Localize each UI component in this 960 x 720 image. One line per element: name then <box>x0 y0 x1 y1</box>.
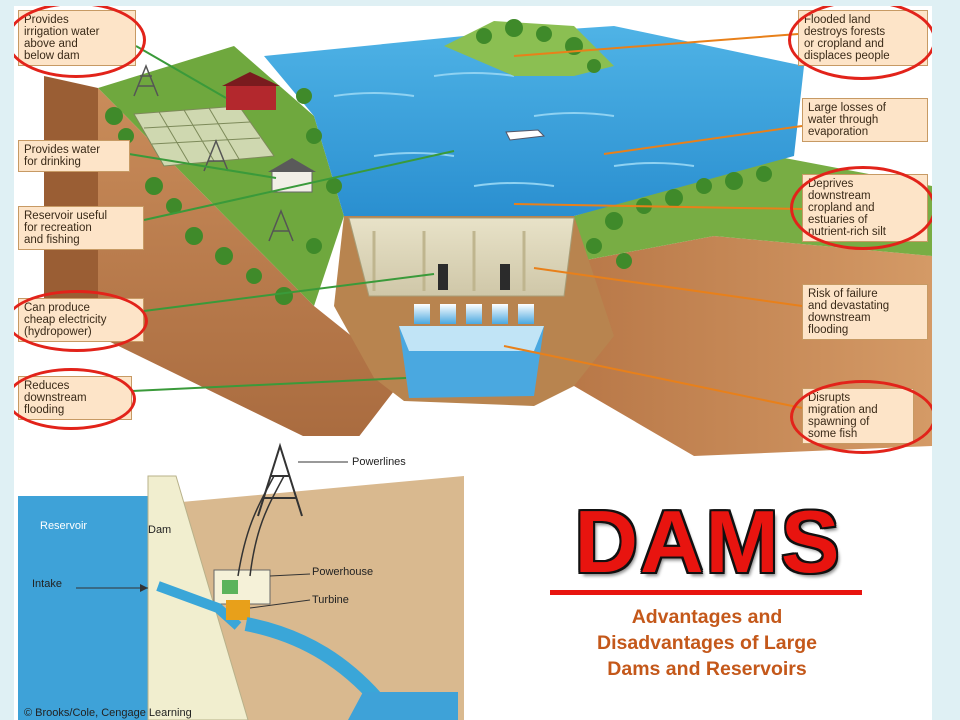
label-turbine: Turbine <box>312 594 349 606</box>
reservoir-surface <box>264 26 804 216</box>
highlight-ring-electricity <box>14 290 148 352</box>
highlight-ring-fish <box>790 380 932 454</box>
slide-subtitle: Advantages and Disadvantages of Large Da… <box>597 606 817 680</box>
pylon-2 <box>203 138 229 172</box>
callout-drinking: Provides water for drinking <box>18 140 130 172</box>
dam-wall <box>348 217 575 297</box>
label-dam: Dam <box>148 524 172 536</box>
farmland <box>133 105 275 167</box>
callout-failure: Risk of failure and devastating downstre… <box>802 284 928 340</box>
slide-title: DAMS <box>574 492 842 591</box>
label-reservoir: Reservoir <box>40 520 88 532</box>
pylon-1 <box>133 63 159 97</box>
left-bank <box>98 46 344 306</box>
label-powerlines: Powerlines <box>352 456 406 468</box>
highlight-ring-flooded-land <box>788 6 932 80</box>
boat <box>505 129 546 141</box>
barn <box>226 84 276 110</box>
house <box>271 169 313 193</box>
image-credit: © Brooks/Cole, Cengage Learning <box>24 707 192 719</box>
callout-evaporation: Large losses of water through evaporatio… <box>802 98 928 142</box>
title-underline <box>550 590 862 595</box>
label-powerhouse: Powerhouse <box>312 566 374 578</box>
highlight-ring-irrigation <box>14 6 146 78</box>
highlight-ring-silt <box>790 166 932 250</box>
slide: Provides irrigation water above and belo… <box>14 6 932 720</box>
disadvantage-leaders <box>503 33 803 409</box>
advantage-leaders <box>128 45 455 392</box>
label-intake: Intake <box>32 578 62 590</box>
highlight-ring-flooding <box>14 368 136 430</box>
insulator-right <box>500 264 510 290</box>
trees <box>105 19 772 305</box>
cross-section-drawing <box>18 436 464 720</box>
pylon-3 <box>268 208 294 242</box>
insulator-left <box>438 264 448 290</box>
hydropower-cross-section: Reservoir Dam Intake Powerlines Powerhou… <box>18 436 464 720</box>
water-ripples <box>333 72 695 187</box>
callout-recreation: Reservoir useful for recreation and fish… <box>18 206 144 250</box>
